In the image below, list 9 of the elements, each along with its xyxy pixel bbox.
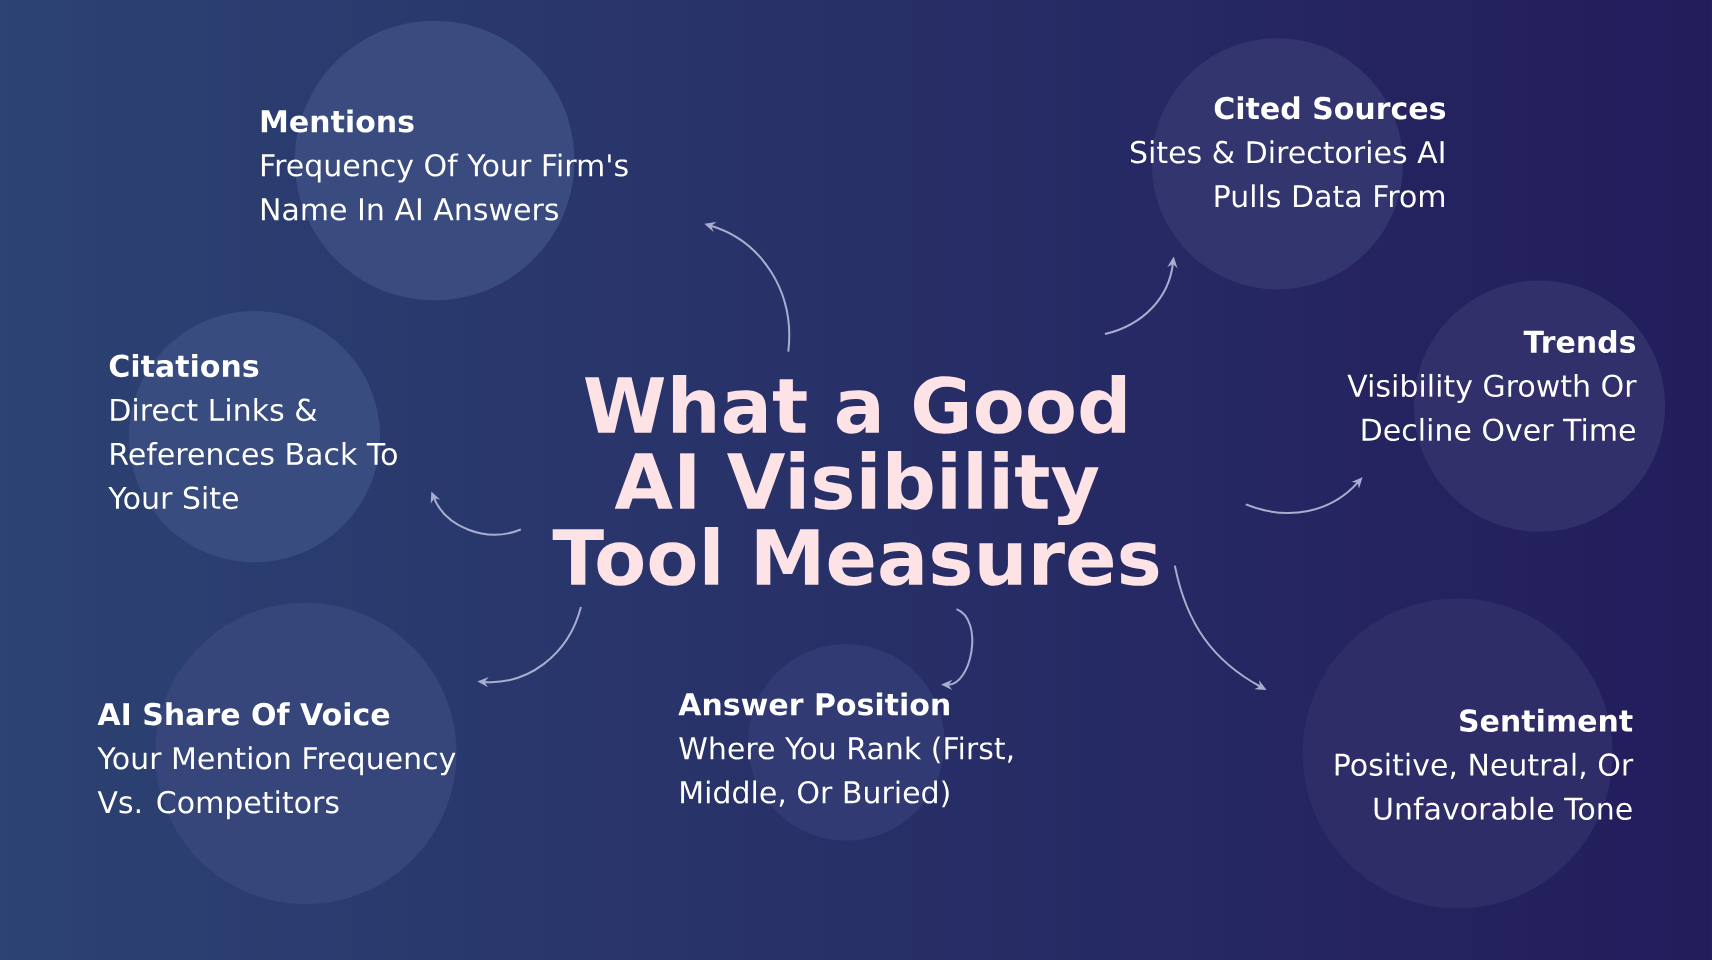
metric-text: Mentions Frequency Of Your Firm's Name In AI Answers	[261, 109, 628, 221]
arrow	[1244, 477, 1363, 514]
metric-text: Trends Visibility Growth Or Decline Over Time	[1347, 329, 1637, 442]
metric-text: Citations Direct Links & References Back To Your Site	[108, 354, 397, 510]
metric-text: AI Share Of Voice Your Mention Frequency Vs. Competitors	[97, 702, 456, 820]
title-text: What a Good AI Visibility Tool Measures	[552, 374, 1159, 586]
metric-text: Cited Sources Sites & Directories AI Pulls Data From	[1130, 96, 1446, 208]
metric-text: Sentiment Positive, Neutral, Or Unfavorable Tone	[1335, 708, 1634, 820]
metric-text: Answer Position Where You Rank (First, Middle, Or Buried)	[678, 692, 1013, 808]
